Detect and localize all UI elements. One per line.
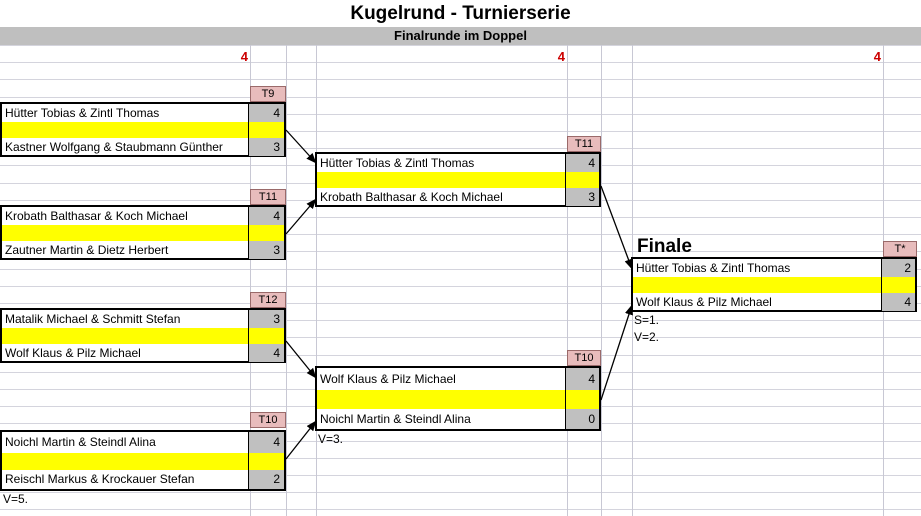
match-label-m6: T10 (567, 350, 601, 366)
match-row-bottom[interactable]: Zautner Martin & Dietz Herbert 3 (2, 241, 284, 259)
team-score: 4 (565, 154, 599, 172)
page-title: Kugelrund - Turnierserie (0, 0, 921, 27)
round-target-3: 4 (873, 49, 881, 64)
highlight-spacer (317, 172, 565, 188)
team-name: Zautner Martin & Dietz Herbert (5, 243, 169, 257)
team-name: Wolf Klaus & Pilz Michael (636, 295, 772, 309)
match-box-final[interactable]: Hütter Tobias & Zintl Thomas 2 Wolf Klau… (631, 257, 917, 312)
note-round2-v: V=3. (318, 432, 344, 446)
match-row-top[interactable]: Krobath Balthasar & Koch Michael 4 (2, 207, 284, 225)
gridline-vertical (286, 45, 287, 516)
highlight-score-spacer (565, 390, 599, 409)
team-name: Krobath Balthasar & Koch Michael (320, 190, 503, 204)
match-row-top[interactable]: Matalik Michael & Schmitt Stefan 3 (2, 310, 284, 328)
gridline-horizontal (0, 509, 921, 510)
match-label-m4: T10 (250, 412, 286, 428)
match-row-top[interactable]: Hütter Tobias & Zintl Thomas 4 (2, 104, 284, 122)
match-box-m4[interactable]: Noichl Martin & Steindl Alina 4 Reischl … (0, 430, 286, 491)
match-box-m6[interactable]: Wolf Klaus & Pilz Michael 4 Noichl Marti… (315, 366, 601, 431)
match-highlight-row (2, 122, 284, 138)
gridline-horizontal (0, 45, 921, 46)
highlight-spacer (633, 277, 881, 293)
gridline-horizontal (0, 79, 921, 80)
match-row-bottom[interactable]: Reischl Markus & Krockauer Stefan 2 (2, 470, 284, 489)
match-row-bottom[interactable]: Wolf Klaus & Pilz Michael 4 (2, 344, 284, 362)
team-score: 4 (248, 207, 284, 225)
gridline-vertical (601, 45, 602, 516)
match-row-top[interactable]: Noichl Martin & Steindl Alina 4 (2, 432, 284, 453)
team-name: Wolf Klaus & Pilz Michael (5, 346, 141, 360)
team-score: 2 (248, 470, 284, 489)
team-score: 4 (248, 104, 284, 122)
highlight-spacer (2, 453, 248, 470)
match-highlight-row (2, 225, 284, 241)
match-row-bottom[interactable]: Krobath Balthasar & Koch Michael 3 (317, 188, 599, 206)
highlight-score-spacer (881, 277, 915, 293)
match-row-top[interactable]: Hütter Tobias & Zintl Thomas 2 (633, 259, 915, 277)
gridline-horizontal (0, 62, 921, 63)
highlight-score-spacer (248, 328, 284, 344)
team-name: Matalik Michael & Schmitt Stefan (5, 312, 181, 326)
team-name: Kastner Wolfgang & Staubmann Günther (5, 140, 223, 154)
gridline-vertical (316, 45, 317, 516)
gridline-horizontal (0, 492, 921, 493)
team-score: 3 (248, 310, 284, 328)
match-label-m3: T12 (250, 292, 286, 308)
gridline-vertical (567, 45, 568, 516)
match-row-top[interactable]: Wolf Klaus & Pilz Michael 4 (317, 368, 599, 390)
match-row-top[interactable]: Hütter Tobias & Zintl Thomas 4 (317, 154, 599, 172)
finale-heading: Finale (637, 236, 692, 257)
team-name: Noichl Martin & Steindl Alina (5, 435, 156, 449)
match-row-bottom[interactable]: Kastner Wolfgang & Staubmann Günther 3 (2, 138, 284, 156)
round-target-1: 4 (240, 49, 248, 64)
match-box-m3[interactable]: Matalik Michael & Schmitt Stefan 3 Wolf … (0, 308, 286, 363)
highlight-score-spacer (248, 225, 284, 241)
match-highlight-row (2, 328, 284, 344)
note-final-v: V=2. (634, 330, 660, 344)
match-label-m2: T11 (250, 189, 286, 205)
team-score: 4 (248, 344, 284, 362)
note-round1-v: V=5. (3, 492, 29, 506)
note-final-s: S=1. (634, 313, 660, 327)
team-score: 0 (565, 409, 599, 429)
highlight-spacer (2, 225, 248, 241)
match-highlight-row (317, 172, 599, 188)
team-score: 4 (565, 368, 599, 390)
team-name: Krobath Balthasar & Koch Michael (5, 209, 188, 223)
team-name: Noichl Martin & Steindl Alina (320, 412, 471, 426)
team-score: 3 (248, 138, 284, 156)
team-score: 4 (881, 293, 915, 311)
team-score: 4 (248, 432, 284, 453)
team-name: Hütter Tobias & Zintl Thomas (636, 261, 791, 275)
team-score: 3 (565, 188, 599, 206)
gridline-horizontal (0, 97, 921, 98)
match-box-m1[interactable]: Hütter Tobias & Zintl Thomas 4 Kastner W… (0, 102, 286, 157)
match-label-m1: T9 (250, 86, 286, 102)
match-highlight-row (2, 453, 284, 470)
highlight-spacer (317, 390, 565, 409)
match-highlight-row (317, 390, 599, 409)
match-label-m5: T11 (567, 136, 601, 152)
match-row-bottom[interactable]: Noichl Martin & Steindl Alina 0 (317, 409, 599, 429)
match-box-m5[interactable]: Hütter Tobias & Zintl Thomas 4 Krobath B… (315, 152, 601, 207)
highlight-score-spacer (565, 172, 599, 188)
highlight-score-spacer (248, 453, 284, 470)
team-name: Hütter Tobias & Zintl Thomas (320, 156, 475, 170)
team-score: 3 (248, 241, 284, 259)
team-name: Wolf Klaus & Pilz Michael (320, 372, 456, 386)
highlight-spacer (2, 122, 248, 138)
match-box-m2[interactable]: Krobath Balthasar & Koch Michael 4 Zautn… (0, 205, 286, 260)
highlight-spacer (2, 328, 248, 344)
team-name: Reischl Markus & Krockauer Stefan (5, 472, 195, 486)
match-row-bottom[interactable]: Wolf Klaus & Pilz Michael 4 (633, 293, 915, 311)
page-subtitle: Finalrunde im Doppel (0, 27, 921, 45)
team-name: Hütter Tobias & Zintl Thomas (5, 106, 160, 120)
match-highlight-row (633, 277, 915, 293)
team-score: 2 (881, 259, 915, 277)
round-target-2: 4 (557, 49, 565, 64)
highlight-score-spacer (248, 122, 284, 138)
match-label-final: T* (883, 241, 917, 257)
